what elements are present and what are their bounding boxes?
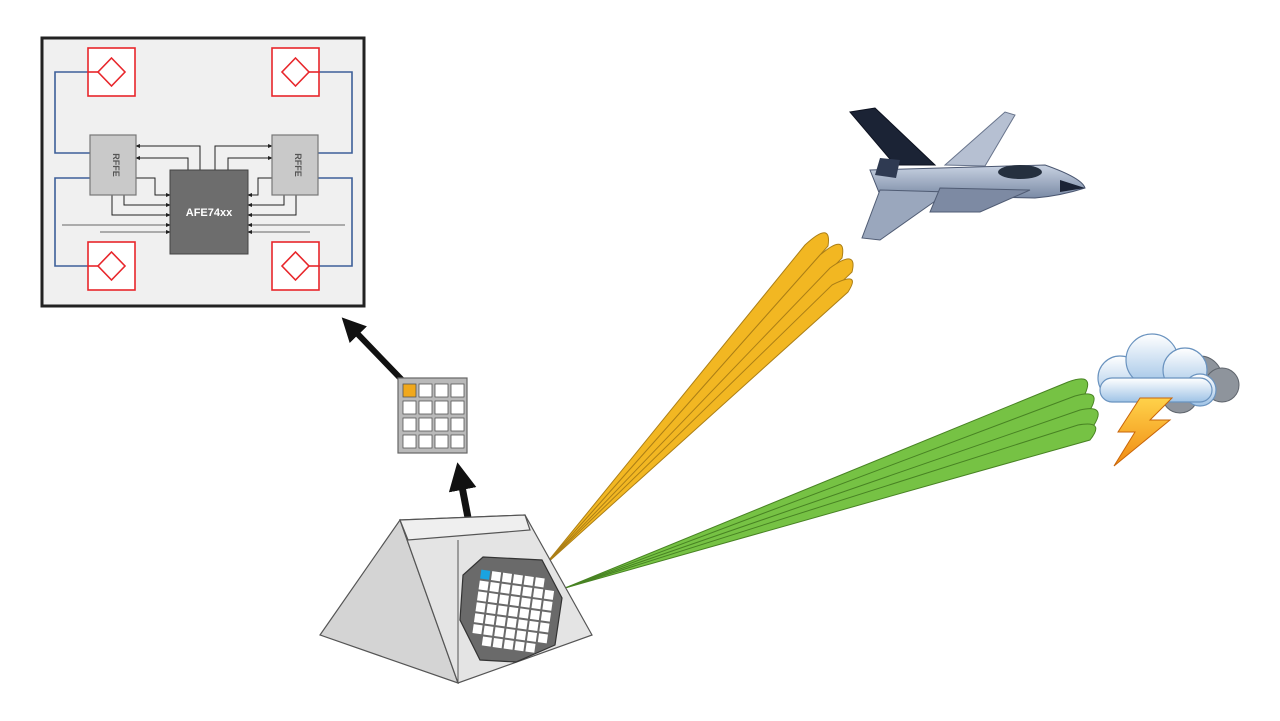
antenna-board: RFFE RFFE AFE74xx xyxy=(40,36,366,308)
tile-cell xyxy=(418,383,433,398)
feed-lines xyxy=(54,71,353,267)
radar-beam-yellow xyxy=(544,232,854,566)
array-element xyxy=(543,589,555,600)
array-element xyxy=(505,628,516,639)
array-element xyxy=(497,605,508,616)
array-element xyxy=(514,641,525,652)
array-element xyxy=(523,575,534,586)
tile-cell xyxy=(418,400,433,415)
tile-cell xyxy=(434,400,449,415)
array-element xyxy=(472,624,483,635)
array-element xyxy=(534,577,545,588)
array-element xyxy=(512,574,523,585)
tile-cell xyxy=(402,434,417,449)
tile-cell xyxy=(418,417,433,432)
array-element xyxy=(537,633,548,644)
array-element xyxy=(528,620,539,632)
array-element xyxy=(509,595,520,607)
array-element xyxy=(494,627,505,638)
tile-cell xyxy=(434,383,449,398)
tile-cell xyxy=(450,383,465,398)
tile-cell xyxy=(402,417,417,432)
radar-beam-green xyxy=(564,378,1099,589)
chip-label: AFE74xx xyxy=(186,207,233,219)
array-element xyxy=(483,625,494,636)
array-element xyxy=(525,642,536,653)
tile-cell xyxy=(450,400,465,415)
array-element xyxy=(516,630,527,641)
array-element xyxy=(486,603,497,614)
array-element xyxy=(498,594,509,605)
array-element-highlighted xyxy=(480,569,491,580)
antenna-element-bottom-right xyxy=(271,241,320,291)
radar-pyramid xyxy=(319,514,593,684)
tile-cell xyxy=(450,434,465,449)
array-element xyxy=(478,580,489,591)
array-element xyxy=(506,617,517,628)
fighter-jet-icon xyxy=(849,107,1086,241)
array-element xyxy=(475,602,486,613)
array-element xyxy=(519,608,530,619)
rffe-left-label: RFFE xyxy=(111,153,121,177)
array-element xyxy=(489,582,500,593)
array-element xyxy=(473,613,485,624)
array-element xyxy=(481,636,492,647)
antenna-element-bottom-left xyxy=(87,241,136,291)
tile-cell-highlighted xyxy=(402,383,417,398)
antenna-element-top-left xyxy=(87,47,136,97)
tile-cell xyxy=(402,400,417,415)
tile-cell xyxy=(434,417,449,432)
array-element xyxy=(520,597,531,608)
array-element xyxy=(542,600,553,611)
array-element xyxy=(487,592,499,604)
rffe-block-left: RFFE xyxy=(89,134,137,196)
array-element xyxy=(533,588,544,599)
signal-paths xyxy=(62,144,345,234)
antenna-element-top-right xyxy=(271,47,320,97)
array-element xyxy=(540,611,552,622)
phased-array-panel xyxy=(459,556,563,663)
array-element xyxy=(484,614,496,625)
tile-cell xyxy=(418,434,433,449)
array-element xyxy=(500,583,511,594)
array-element xyxy=(508,606,519,618)
array-element xyxy=(511,585,522,596)
afe-chip: AFE74xx xyxy=(169,169,249,255)
tile-cell xyxy=(434,434,449,449)
array-element xyxy=(495,616,506,627)
array-element xyxy=(501,572,513,583)
array-element xyxy=(522,586,533,597)
array-element xyxy=(492,638,503,649)
array-element xyxy=(526,631,538,642)
array-element xyxy=(517,619,528,630)
array-element xyxy=(539,622,550,633)
tile-cell xyxy=(450,417,465,432)
arrow-to-board xyxy=(341,317,406,384)
rffe-block-right: RFFE xyxy=(271,134,319,196)
tile-4x4-grid xyxy=(397,377,468,454)
rffe-right-label: RFFE xyxy=(293,153,303,177)
array-element xyxy=(531,599,542,610)
array-element xyxy=(490,571,502,582)
array-element xyxy=(503,639,514,650)
storm-cloud-icon xyxy=(1097,333,1240,467)
array-element xyxy=(529,609,541,621)
array-element xyxy=(477,591,488,602)
